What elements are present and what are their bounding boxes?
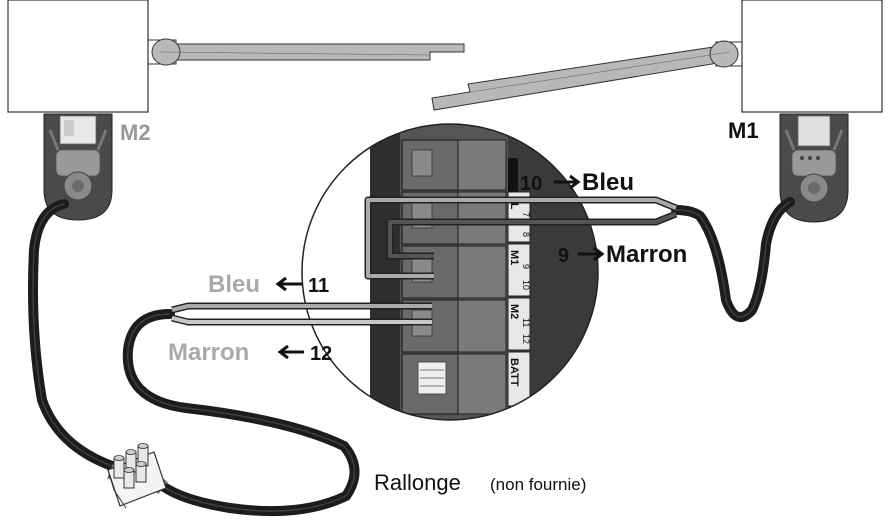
terminal-fl-8: 8 [521,232,531,237]
wire-9-arrow-icon [578,246,605,262]
terminal-m1-10: 10 [521,280,531,290]
m2-wires [171,302,432,326]
wire-12-number: 12 [310,343,332,365]
motor-m2 [43,113,113,221]
m1-motor-cable [671,197,795,322]
m1-wires [364,196,678,280]
magnified-board [301,123,599,421]
terminal-fl-7: 7 [521,212,531,217]
right-gate-leaf [431,40,742,111]
terminal-m2-12: 12 [521,334,531,344]
terminal-m1-9: 9 [521,264,531,269]
wire-10-color: Bleu [582,169,634,196]
terminal-m2-11: 11 [521,318,531,327]
motor-m2-label: M2 [120,120,151,145]
m2-motor-cable [28,199,117,471]
motor-m1 [779,113,849,223]
terminal-batt: BATT [508,358,520,387]
wire-10-arrow-icon [554,174,581,190]
wire-12-color: Marron [168,339,249,366]
wire-10-number: 10 [520,173,542,195]
extension-label: Rallonge [374,470,461,495]
wire-11-number: 11 [308,275,329,297]
motor-m1-label: M1 [728,118,759,143]
left-gate-leaf [148,38,465,66]
wire-11-arrow-icon [275,276,302,292]
wire-11-color: Bleu [208,271,260,298]
left-pillar [7,0,149,113]
right-pillar [741,0,883,113]
wire-9-number: 9 [558,245,569,267]
extension-note: (non fournie) [490,475,586,494]
terminal-m1: M1 [508,250,520,265]
terminal-m2: M2 [508,304,520,319]
terminal-connector [107,443,167,509]
wire-9-color: Marron [606,241,687,268]
wire-12-arrow-icon [277,344,304,360]
